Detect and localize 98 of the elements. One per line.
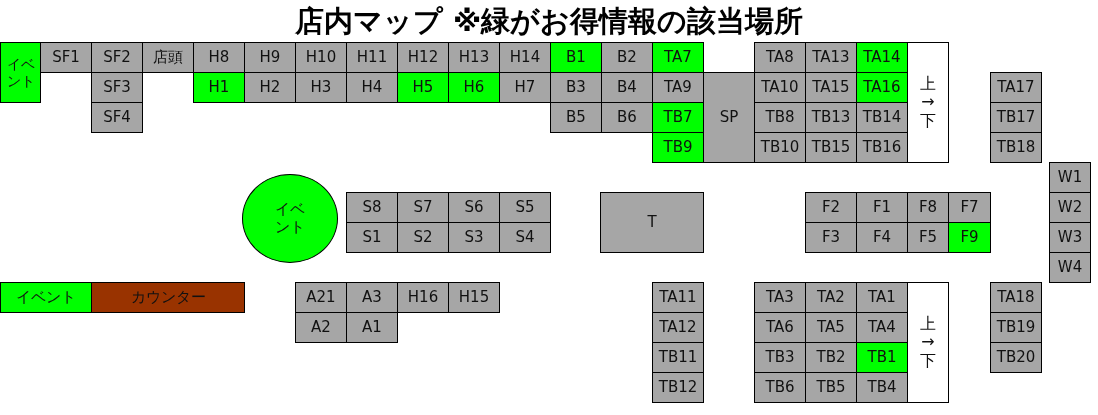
booth-block: F5 [907,222,949,253]
booth-block: T [600,192,704,253]
booth-block: TA11 [652,282,704,313]
booth-block: F4 [856,222,908,253]
booth-block: W3 [1049,222,1091,253]
booth-block: A21 [295,282,347,313]
booth-block: H12 [397,42,449,73]
booth-block: W2 [1049,192,1091,223]
booth-block: TA13 [805,42,857,73]
booth-block: TA1 [856,282,908,313]
booth-block: TB5 [805,372,857,403]
booth-block: B6 [601,102,653,133]
direction-note: 上→下 [907,282,949,403]
booth-block: H4 [346,72,398,103]
booth-block: W1 [1049,162,1091,193]
booth-block: H14 [499,42,551,73]
booth-block: B5 [550,102,602,133]
booth-block: H2 [244,72,296,103]
booth-block: TB12 [652,372,704,403]
booth-block: S8 [346,192,398,223]
booth-block: TB4 [856,372,908,403]
booth-block: TA3 [754,282,806,313]
booth-block: TB2 [805,342,857,373]
booth-block: F9 [948,222,991,253]
map-title: 店内マップ ※緑がお得情報の該当場所 [293,3,805,40]
booth-block: SP [703,72,755,163]
booth-block: TA14 [856,42,908,73]
booth-block: TB18 [990,132,1042,163]
booth-block: TB13 [805,102,857,133]
booth-block: TB19 [990,312,1042,343]
booth-block: TA15 [805,72,857,103]
event-area: イベント [0,282,92,313]
booth-block: TA12 [652,312,704,343]
booth-block: SF2 [91,42,143,73]
booth-block: TB16 [856,132,908,163]
booth-block: H8 [193,42,245,73]
booth-block: TB14 [856,102,908,133]
booth-block: TA10 [754,72,806,103]
booth-block: S5 [499,192,551,223]
booth-block: TA2 [805,282,857,313]
booth-block: TB11 [652,342,704,373]
booth-block: TB15 [805,132,857,163]
booth-block: F1 [856,192,908,223]
booth-block: H6 [448,72,500,103]
booth-block: 店頭 [142,42,194,73]
booth-block: F8 [907,192,949,223]
booth-block: H15 [448,282,500,313]
booth-block: TB7 [652,102,704,133]
booth-block: TB1 [856,342,908,373]
booth-block: W4 [1049,252,1091,283]
booth-block: H1 [193,72,245,103]
event-area: イベント [0,42,41,103]
booth-block: TA6 [754,312,806,343]
counter-area: カウンター [91,282,245,313]
booth-block: TB8 [754,102,806,133]
booth-block: TB20 [990,342,1042,373]
booth-block: A3 [346,282,398,313]
booth-block: H3 [295,72,347,103]
booth-block: TA5 [805,312,857,343]
booth-block: TB17 [990,102,1042,133]
booth-block: SF3 [91,72,143,103]
booth-block: H5 [397,72,449,103]
booth-block: S4 [499,222,551,253]
booth-block: TA4 [856,312,908,343]
booth-block: TB9 [652,132,704,163]
booth-block: H11 [346,42,398,73]
booth-block: S7 [397,192,449,223]
booth-block: F7 [948,192,991,223]
booth-block: S6 [448,192,500,223]
booth-block: A1 [346,312,398,343]
booth-block: B1 [550,42,602,73]
booth-block: S1 [346,222,398,253]
booth-block: H13 [448,42,500,73]
booth-block: TB10 [754,132,806,163]
booth-block: B2 [601,42,653,73]
booth-block: TA7 [652,42,704,73]
booth-block: TA8 [754,42,806,73]
booth-block: H16 [397,282,449,313]
booth-block: TA18 [990,282,1042,313]
booth-block: B4 [601,72,653,103]
booth-block: H7 [499,72,551,103]
booth-block: S2 [397,222,449,253]
booth-block: F2 [805,192,857,223]
booth-block: B3 [550,72,602,103]
booth-block: SF1 [40,42,92,73]
booth-block: H9 [244,42,296,73]
booth-block: TA16 [856,72,908,103]
booth-block: TB6 [754,372,806,403]
booth-block: S3 [448,222,500,253]
event-circle: イベント [242,174,338,263]
booth-block: TA9 [652,72,704,103]
booth-block: H10 [295,42,347,73]
booth-block: TA17 [990,72,1042,103]
direction-note: 上→下 [907,42,949,163]
booth-block: F3 [805,222,857,253]
booth-block: TB3 [754,342,806,373]
booth-block: SF4 [91,102,143,133]
booth-block: A2 [295,312,347,343]
